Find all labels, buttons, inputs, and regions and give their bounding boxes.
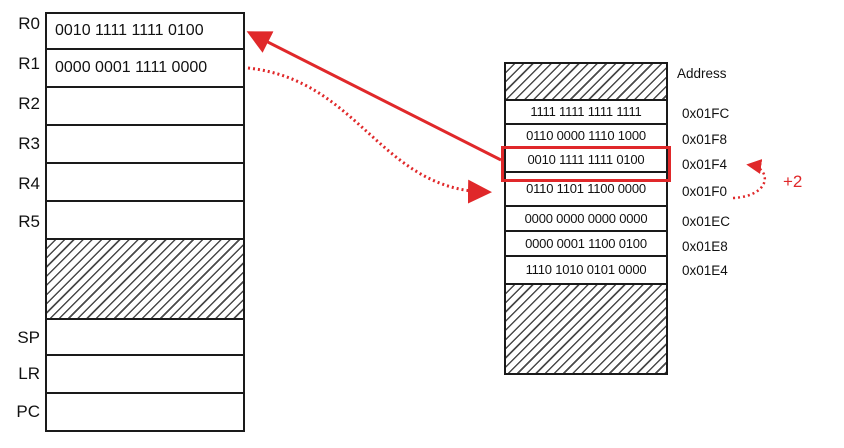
offset-label: +2	[783, 172, 803, 191]
memory-address-01ec: 0x01EC	[682, 214, 731, 229]
memory-address-01fc: 0x01FC	[682, 106, 730, 121]
address-header: Address	[677, 66, 727, 81]
register-label-pc: PC	[16, 402, 40, 421]
register-label-r1: R1	[18, 54, 40, 73]
memory-address-01e4: 0x01E4	[682, 263, 728, 278]
memory-cell-01e8: 0000 0001 1100 0100	[504, 230, 668, 257]
load-arrow	[246, 31, 502, 162]
address-pointer-arrow	[247, 66, 492, 204]
register-pc-value	[45, 392, 245, 432]
register-label-lr: LR	[18, 364, 40, 383]
register-label-sp: SP	[17, 328, 40, 347]
register-label-r2: R2	[18, 94, 40, 113]
memory-cell-01fc: 1111 1111 1111 1111	[504, 99, 668, 125]
register-label-r5: R5	[18, 212, 40, 231]
memory-address-01f8: 0x01F8	[682, 132, 728, 147]
register-label-r4: R4	[18, 174, 40, 193]
register-lr-value	[45, 354, 245, 394]
register-label-r3: R3	[18, 134, 40, 153]
memory-highlight-box	[501, 146, 671, 182]
memory-bottom-hatch	[504, 283, 668, 375]
register-label-r0: R0	[18, 14, 40, 33]
memory-address-01e8: 0x01E8	[682, 239, 728, 254]
memory-cell-01e4: 1110 1010 0101 0000	[504, 255, 668, 285]
increment-arrow	[732, 159, 766, 200]
register-r4-value	[45, 162, 245, 202]
memory-address-01f0: 0x01F0	[682, 184, 728, 199]
memory-cell-01f4: 0010 1111 1111 0100	[504, 147, 668, 173]
register-r2-value	[45, 86, 245, 126]
memory-address-01f4: 0x01F4	[682, 157, 728, 172]
register-r3-value	[45, 124, 245, 164]
